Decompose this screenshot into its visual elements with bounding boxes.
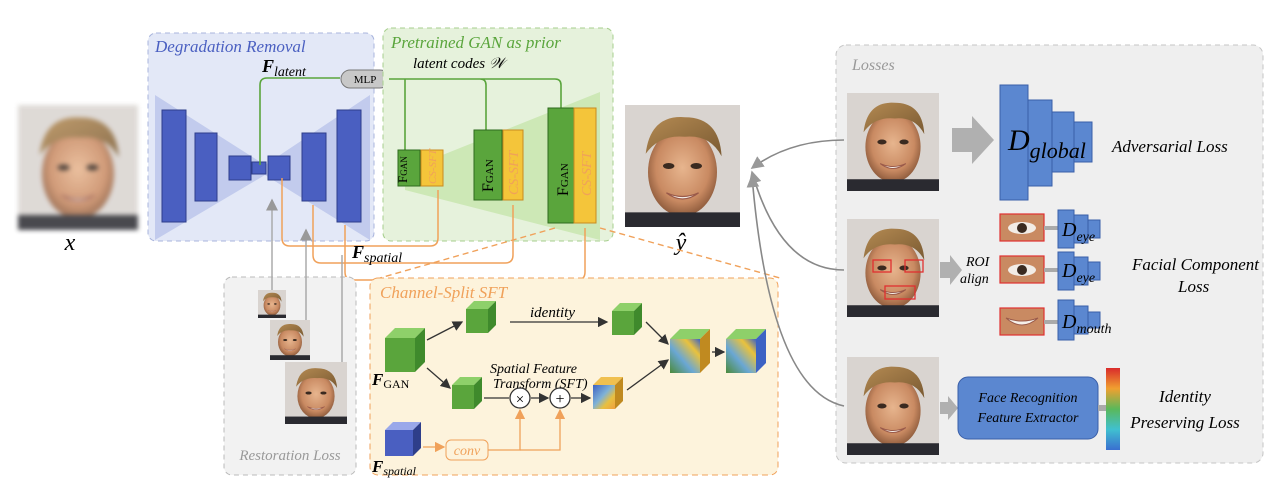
identity-feature-bar xyxy=(1106,368,1120,450)
restoration-loss-title: Restoration Loss xyxy=(238,448,340,464)
yhat-to-losses-arrows xyxy=(746,139,845,407)
csft-fgan-label: FGAN xyxy=(371,370,410,391)
d-eye-label-2: Deye xyxy=(1061,260,1095,286)
conv-label: conv xyxy=(454,444,481,459)
roi-boxes xyxy=(872,259,924,300)
eye-crop-left xyxy=(999,213,1045,242)
cube-output xyxy=(726,329,766,373)
gan3-cssft: CS-SFT xyxy=(580,150,595,196)
cube-sft-in xyxy=(452,377,482,409)
svg-text:×: × xyxy=(516,392,524,408)
losses-panel xyxy=(835,44,1264,464)
output-image-y xyxy=(624,104,741,228)
csft-sft-line1: Spatial Feature xyxy=(490,362,577,377)
f-spatial-label: Fspatial xyxy=(351,242,402,266)
latent-codes-label: latent codes 𝒲 xyxy=(413,56,508,72)
pretrained-gan-title: Pretrained GAN as prior xyxy=(390,33,561,52)
mouth-crop xyxy=(999,307,1045,336)
svg-text:+: + xyxy=(555,391,564,408)
restoration-face-small xyxy=(257,289,287,319)
d-eye-1 xyxy=(1057,209,1101,249)
csft-arrows xyxy=(426,316,726,404)
cube-concat xyxy=(670,329,710,373)
cube-sft-out xyxy=(593,377,623,409)
eye-crop-right xyxy=(999,255,1045,284)
output-label-y: ŷ xyxy=(674,230,687,256)
d-eye-label-1: Deye xyxy=(1061,219,1095,245)
gan2-fgan: FGAN xyxy=(480,159,497,192)
d-global-discriminator xyxy=(999,84,1093,201)
zoom-line-left xyxy=(379,227,556,279)
gan2-cssft: CS-SFT xyxy=(507,149,522,195)
unet-encoder xyxy=(161,109,362,223)
d-global-label: Dglobal xyxy=(1007,124,1086,163)
degradation-removal-title: Degradation Removal xyxy=(154,37,306,56)
identity-loss-line2: Preserving Loss xyxy=(1129,413,1240,432)
roi-align-line1: ROI xyxy=(965,255,991,270)
cube-identity-out xyxy=(612,303,642,335)
multiply-node: × xyxy=(509,387,531,409)
cube-identity-in xyxy=(466,301,496,333)
zoom-line-right xyxy=(599,227,781,279)
adversarial-loss-label: Adversarial Loss xyxy=(1111,137,1228,156)
cube-fgan xyxy=(385,328,425,372)
mlp-to-gan-lines xyxy=(389,78,562,150)
gan-block-1 xyxy=(397,149,444,187)
input-label-x: x xyxy=(64,230,76,256)
face-rec-line1: Face Recognition xyxy=(977,391,1077,406)
cube-fspatial xyxy=(385,422,421,456)
gan-block-2 xyxy=(473,129,524,201)
gan1-fgan: FGAN xyxy=(395,156,410,183)
loss-face-component xyxy=(846,218,940,318)
restoration-face-large xyxy=(284,361,348,425)
identity-loss-line1: Identity xyxy=(1158,387,1211,406)
gan3-fgan: FGAN xyxy=(555,163,572,196)
facial-component-line1: Facial Component xyxy=(1131,255,1260,274)
cs-sft-title: Channel-Split SFT xyxy=(380,283,509,302)
f-latent-label: Flatent xyxy=(261,56,307,80)
component-connectors xyxy=(1044,226,1058,324)
face-rec-line2: Feature Extractor xyxy=(977,411,1080,426)
roi-align-line2: align xyxy=(960,272,989,287)
component-arrow xyxy=(940,255,962,285)
input-image-x xyxy=(17,104,139,231)
d-eye-2 xyxy=(1057,251,1101,291)
gan1-cssft: CS-SFT xyxy=(427,148,439,184)
latent-line xyxy=(259,77,340,165)
conv-arrows xyxy=(423,408,566,453)
d-mouth xyxy=(1057,299,1101,341)
face-recognition-box xyxy=(957,376,1099,440)
mlp-label: MLP xyxy=(354,74,377,86)
restoration-arrows xyxy=(266,198,343,362)
facial-component-line2: Loss xyxy=(1177,277,1210,296)
loss-face-identity xyxy=(846,356,940,456)
identity-connector xyxy=(1098,405,1106,411)
gan-block-3 xyxy=(547,107,597,224)
csft-sft-line2: Transform (SFT) xyxy=(493,377,588,392)
adversarial-arrow xyxy=(952,116,994,164)
csft-fspatial-label: Fspatial xyxy=(371,457,417,478)
d-mouth-label: Dmouth xyxy=(1061,311,1111,337)
identity-arrow xyxy=(940,396,958,420)
csft-identity-label: identity xyxy=(530,305,575,321)
add-node: + xyxy=(549,387,571,409)
loss-face-adversarial xyxy=(846,92,940,192)
restoration-face-medium xyxy=(269,319,311,361)
losses-title: Losses xyxy=(851,57,895,74)
